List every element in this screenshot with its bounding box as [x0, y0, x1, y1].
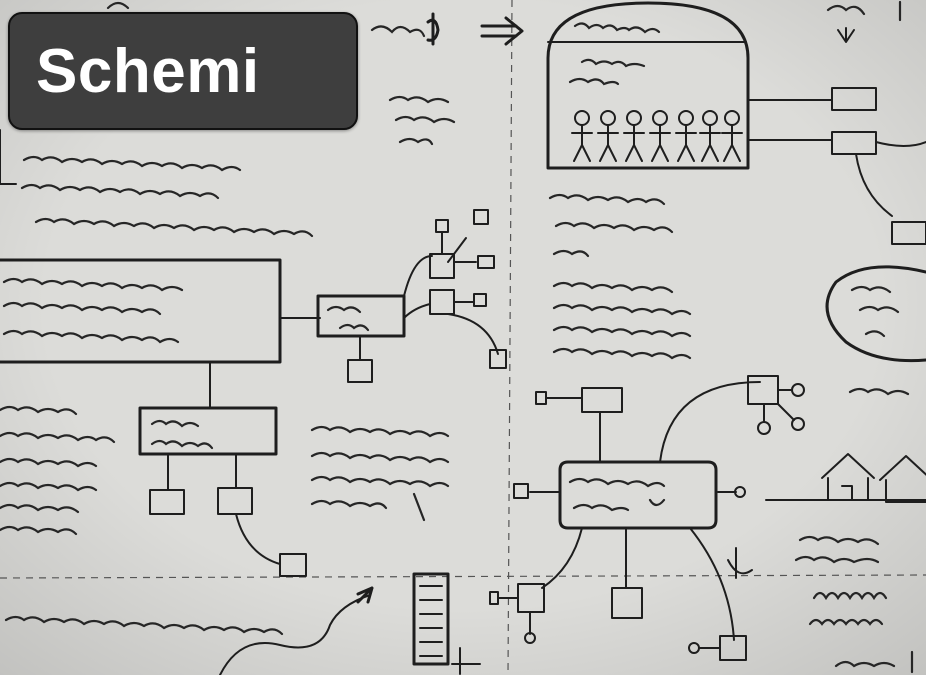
title-text: Schemi [36, 36, 260, 106]
title-badge: Schemi [8, 12, 358, 130]
